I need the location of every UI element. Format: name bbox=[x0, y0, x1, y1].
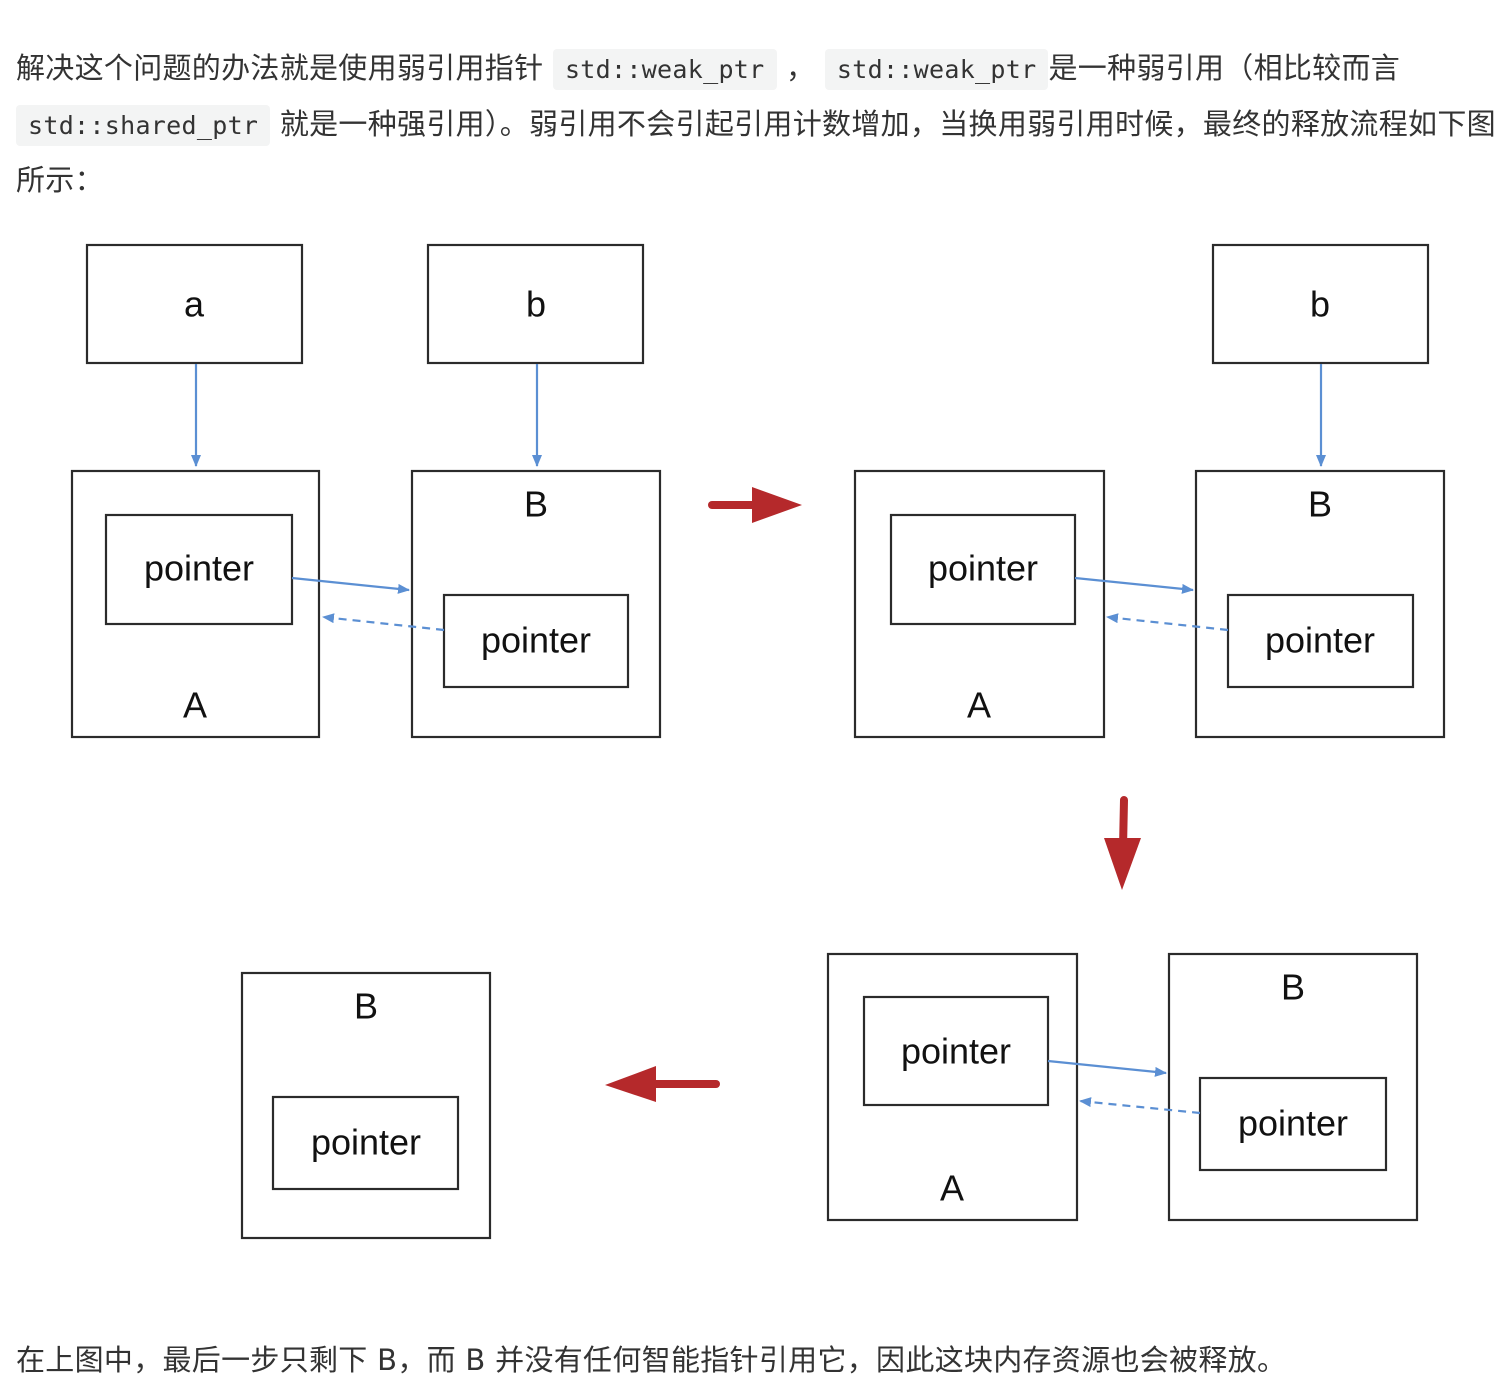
var-b-label: b bbox=[1310, 284, 1330, 325]
object-b-box bbox=[1194, 469, 1446, 739]
object-b-label: B bbox=[1281, 967, 1305, 1008]
code-weak-ptr-2: std::weak_ptr bbox=[824, 49, 1049, 90]
code-weak-ptr-1: std::weak_ptr bbox=[552, 49, 777, 90]
object-a-label: A bbox=[940, 1168, 964, 1209]
object-a-pointer-box bbox=[862, 995, 1050, 1107]
stage-1: a b pointer A B pointer bbox=[70, 243, 662, 739]
stage-4: B pointer bbox=[240, 971, 492, 1240]
object-b-pointer-box bbox=[271, 1095, 460, 1191]
intro-text-3: 就是一种强引用）。弱引用不会引起引用计数增加，当换用弱引用时候，最终的释放流程如… bbox=[16, 107, 1496, 197]
var-b-box bbox=[426, 243, 645, 365]
object-a-box bbox=[70, 469, 321, 739]
stage-2: b pointer A B pointer bbox=[853, 243, 1446, 739]
a-to-b-pointer-arrow bbox=[1047, 1059, 1167, 1077]
object-a-pointer-label: pointer bbox=[901, 1031, 1011, 1072]
object-b-pointer-box bbox=[1226, 593, 1415, 689]
var-b-label: b bbox=[526, 284, 546, 325]
intro-text-1: 解决这个问题的办法就是使用弱引用指针 bbox=[16, 51, 544, 85]
var-a-label: a bbox=[184, 284, 205, 325]
object-b-box bbox=[410, 469, 662, 739]
object-b-label: B bbox=[524, 484, 548, 525]
var-b-box bbox=[1211, 243, 1430, 365]
object-a-pointer-label: pointer bbox=[928, 548, 1038, 589]
b-to-a-weak-pointer-arrow bbox=[1079, 1097, 1201, 1115]
object-b-pointer-box bbox=[1198, 1076, 1388, 1172]
object-a-pointer-box bbox=[104, 513, 294, 626]
object-b-pointer-label: pointer bbox=[311, 1122, 421, 1163]
a-to-b-pointer-arrow bbox=[1074, 576, 1194, 594]
transition-arrow-down bbox=[1104, 796, 1141, 890]
object-a-box bbox=[826, 952, 1079, 1222]
code-shared-ptr: std::shared_ptr bbox=[16, 105, 271, 146]
object-b-box bbox=[240, 971, 492, 1240]
intro-comma: ， bbox=[786, 51, 816, 85]
object-b-pointer-label: pointer bbox=[1265, 620, 1375, 661]
object-b-pointer-box bbox=[442, 593, 630, 689]
b-to-a-weak-pointer-arrow bbox=[322, 613, 445, 632]
object-a-box bbox=[853, 469, 1106, 739]
var-a-box bbox=[85, 243, 304, 365]
object-b-box bbox=[1167, 952, 1419, 1222]
b-to-a-weak-pointer-arrow bbox=[1106, 613, 1229, 632]
a-to-b-pointer-arrow bbox=[291, 576, 410, 594]
intro-text-2: 是一种弱引用（相比较而言 bbox=[1048, 51, 1401, 85]
intro-paragraph: 解决这个问题的办法就是使用弱引用指针 std::weak_ptr ， std::… bbox=[16, 41, 1496, 208]
transition-arrow-left bbox=[605, 1066, 720, 1102]
transition-arrow-right bbox=[708, 487, 802, 523]
object-a-label: A bbox=[967, 685, 991, 726]
object-a-pointer-box bbox=[889, 513, 1077, 626]
object-a-pointer-label: pointer bbox=[144, 548, 254, 589]
object-b-label: B bbox=[1308, 484, 1332, 525]
object-a-label: A bbox=[183, 685, 207, 726]
object-b-pointer-label: pointer bbox=[1238, 1103, 1348, 1144]
outro-paragraph: 在上图中，最后一步只剩下 B，而 B 并没有任何智能指针引用它，因此这块内存资源… bbox=[16, 1343, 1287, 1377]
stage-3: pointer A B pointer bbox=[826, 952, 1419, 1222]
object-b-label: B bbox=[354, 986, 378, 1027]
object-b-pointer-label: pointer bbox=[481, 620, 591, 661]
